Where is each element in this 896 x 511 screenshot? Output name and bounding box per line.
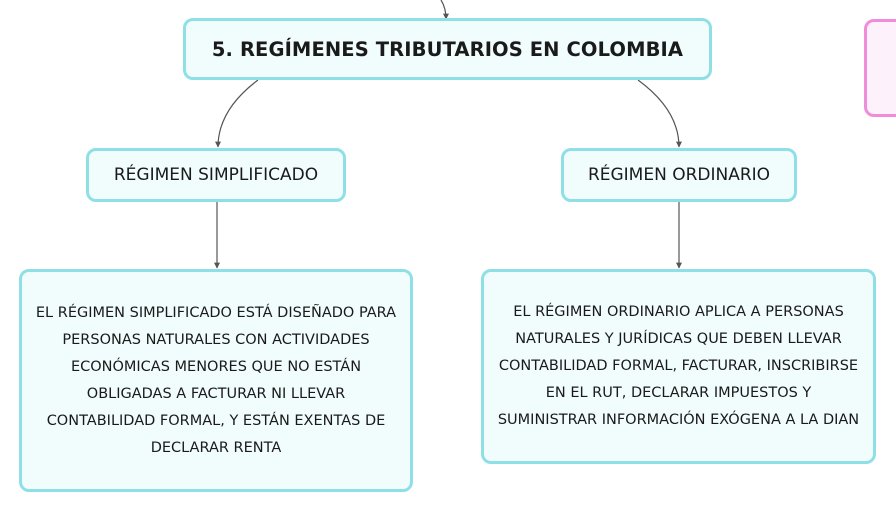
main-topic-label: 5. REGÍMENES TRIBUTARIOS EN COLOMBIA xyxy=(211,37,684,61)
connector-main-to-simplificado xyxy=(215,79,259,148)
regimen-ordinario-node[interactable]: RÉGIMEN ORDINARIO xyxy=(561,148,797,202)
main-topic-node[interactable]: 5. REGÍMENES TRIBUTARIOS EN COLOMBIA xyxy=(183,18,712,80)
regimen-simplificado-node[interactable]: RÉGIMEN SIMPLIFICADO xyxy=(86,148,346,202)
regimen-ordinario-label: RÉGIMEN ORDINARIO xyxy=(587,165,771,185)
offscreen-node[interactable] xyxy=(864,19,896,117)
connector-main-to-ordinario xyxy=(637,79,682,148)
regimen-simplificado-description-node[interactable]: EL RÉGIMEN SIMPLIFICADO ESTÁ DISEÑADO PA… xyxy=(19,269,413,492)
regimen-ordinario-description-node[interactable]: EL RÉGIMEN ORDINARIO APLICA A PERSONAS N… xyxy=(481,269,876,464)
regimen-simplificado-description: EL RÉGIMEN SIMPLIFICADO ESTÁ DISEÑADO PA… xyxy=(35,304,397,456)
connector-parent-to-main xyxy=(440,0,449,20)
regimen-ordinario-description: EL RÉGIMEN ORDINARIO APLICA A PERSONAS N… xyxy=(497,304,860,428)
regimen-simplificado-label: RÉGIMEN SIMPLIFICADO xyxy=(113,165,319,185)
